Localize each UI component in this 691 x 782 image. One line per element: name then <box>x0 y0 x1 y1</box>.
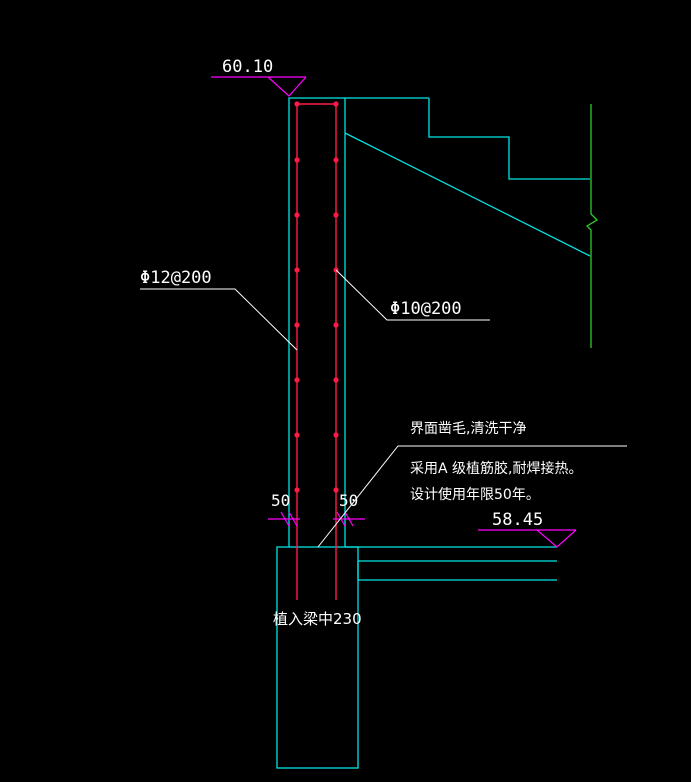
vertical-rebar-label: Φ12@200 <box>140 268 212 288</box>
note-line-2: 采用A 级植筋胶,耐焊接热。 <box>410 460 582 477</box>
rebar-dot <box>294 432 300 438</box>
floor-slab-bottom <box>357 561 557 581</box>
break-line <box>585 104 599 348</box>
leader-vertical-rebar <box>140 288 298 351</box>
left-cover-dimension: 50 <box>271 491 290 510</box>
dim-left-tick-2 <box>288 511 298 527</box>
concrete-outlines <box>276 97 591 769</box>
rebar-dot <box>294 212 300 218</box>
rebar-dot <box>333 432 339 438</box>
right-cover-dimension: 50 <box>339 491 358 510</box>
rebar-dot <box>294 322 300 328</box>
rebar-dot <box>294 157 300 163</box>
elevation-marker-floor <box>478 529 577 548</box>
dim-right-tick-2 <box>344 511 354 527</box>
elevation-top-label: 60.10 <box>222 57 273 77</box>
leader-notes <box>317 445 627 548</box>
embed-depth-label: 植入梁中230 <box>273 610 362 628</box>
elevation-floor-triangle <box>536 529 577 548</box>
stair-soffit-line <box>344 132 591 257</box>
rebar-dot <box>294 101 300 107</box>
rebar-dot <box>333 487 339 493</box>
cover-dimensions <box>268 511 365 527</box>
dim-left-tick-1 <box>280 511 290 527</box>
rebar-dot <box>333 212 339 218</box>
leader-lines <box>140 269 627 548</box>
dim-right-tick-1 <box>336 511 346 527</box>
horizontal-rebar-label: Φ10@200 <box>390 299 462 319</box>
rebar-cage <box>296 103 337 600</box>
stair-profile <box>428 98 590 180</box>
wall-outline <box>288 97 346 547</box>
note-line-3: 设计使用年限50年。 <box>410 486 540 503</box>
elevation-floor-label: 58.45 <box>492 510 543 530</box>
rebar-dot <box>333 322 339 328</box>
rebar-dots <box>294 101 339 493</box>
rebar-dot <box>333 377 339 383</box>
lower-beam-outline <box>276 546 359 769</box>
rebar-dot <box>294 267 300 273</box>
note-line-1: 界面凿毛,清洗干净 <box>410 421 526 437</box>
rebar-dot <box>333 101 339 107</box>
rebar-dot <box>294 377 300 383</box>
elevation-top-triangle <box>267 76 307 97</box>
rebar-dot <box>294 487 300 493</box>
rebar-dot <box>333 157 339 163</box>
elevation-marker-top <box>211 76 307 97</box>
leader-horizontal-rebar <box>335 269 490 321</box>
